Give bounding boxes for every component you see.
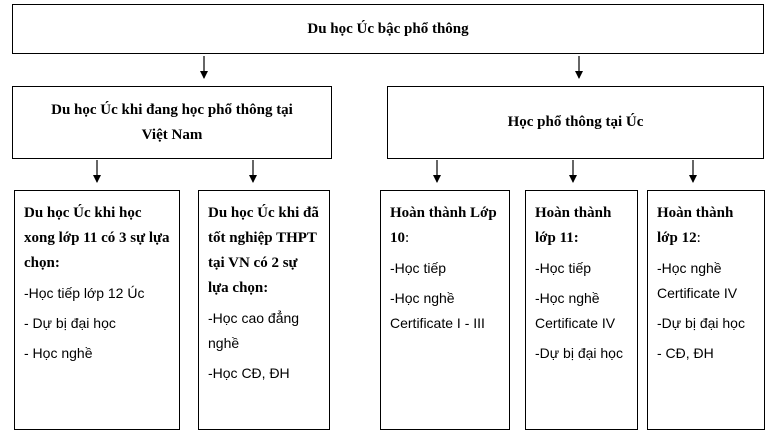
- leaf-option: -Học tiếp: [390, 260, 447, 276]
- root-node: Du học Úc bậc phổ thông: [12, 4, 764, 54]
- leaf-option: -Học nghề Certificate IV: [535, 290, 616, 331]
- leaf-option: - Dự bị đại học: [24, 315, 116, 331]
- branch-vietnam-title-line1: Du học Úc khi đang học phổ thông tại: [51, 101, 293, 118]
- branch-australia-title: Học phổ thông tại Úc: [507, 114, 644, 130]
- leaf-option: - CĐ, ĐH: [657, 345, 714, 361]
- leaf-option: -Học cao đẳng nghề: [208, 310, 300, 351]
- leaf-option: -Dự bị đại học: [535, 345, 623, 361]
- leaf-option: - Học nghề: [24, 345, 93, 361]
- leaf-grade-12: Hoàn thành lớp 12: -Học nghề Certificate…: [647, 190, 765, 430]
- leaf-after-high-school: Du học Úc khi đã tốt nghiệp THPT tại VN …: [198, 190, 330, 430]
- leaf-option: -Học nghề Certificate I - III: [390, 290, 485, 331]
- leaf-grade-10: Hoàn thành Lớp 10: -Học tiếp -Học nghề C…: [380, 190, 510, 430]
- leaf-option: -Dự bị đại học: [657, 315, 745, 331]
- leaf-heading: Du học Úc khi đã tốt nghiệp THPT tại VN …: [208, 205, 319, 296]
- branch-vietnam-title-line2: Việt Nam: [141, 126, 203, 143]
- leaf-option: -Học tiếp: [535, 260, 592, 276]
- leaf-option: -Học tiếp lớp 12 Úc: [24, 285, 145, 301]
- leaf-heading: Du học Úc khi học xong lớp 11 có 3 sự lự…: [24, 205, 170, 271]
- root-title: Du học Úc bậc phổ thông: [307, 20, 469, 37]
- leaf-heading: Hoàn thành lớp 12:: [657, 205, 734, 246]
- leaf-option: -Học CĐ, ĐH: [208, 365, 290, 381]
- branch-node-australia: Học phổ thông tại Úc: [387, 86, 764, 159]
- leaf-heading: Hoàn thành Lớp 10:: [390, 205, 497, 246]
- leaf-option: -Học nghề Certificate IV: [657, 260, 738, 301]
- leaf-grade-11: Hoàn thành lớp 11: -Học tiếp -Học nghề C…: [525, 190, 638, 430]
- leaf-heading: Hoàn thành lớp 11:: [535, 205, 612, 246]
- leaf-after-grade-11: Du học Úc khi học xong lớp 11 có 3 sự lự…: [14, 190, 180, 430]
- branch-node-vietnam: Du học Úc khi đang học phổ thông tại Việ…: [12, 86, 332, 159]
